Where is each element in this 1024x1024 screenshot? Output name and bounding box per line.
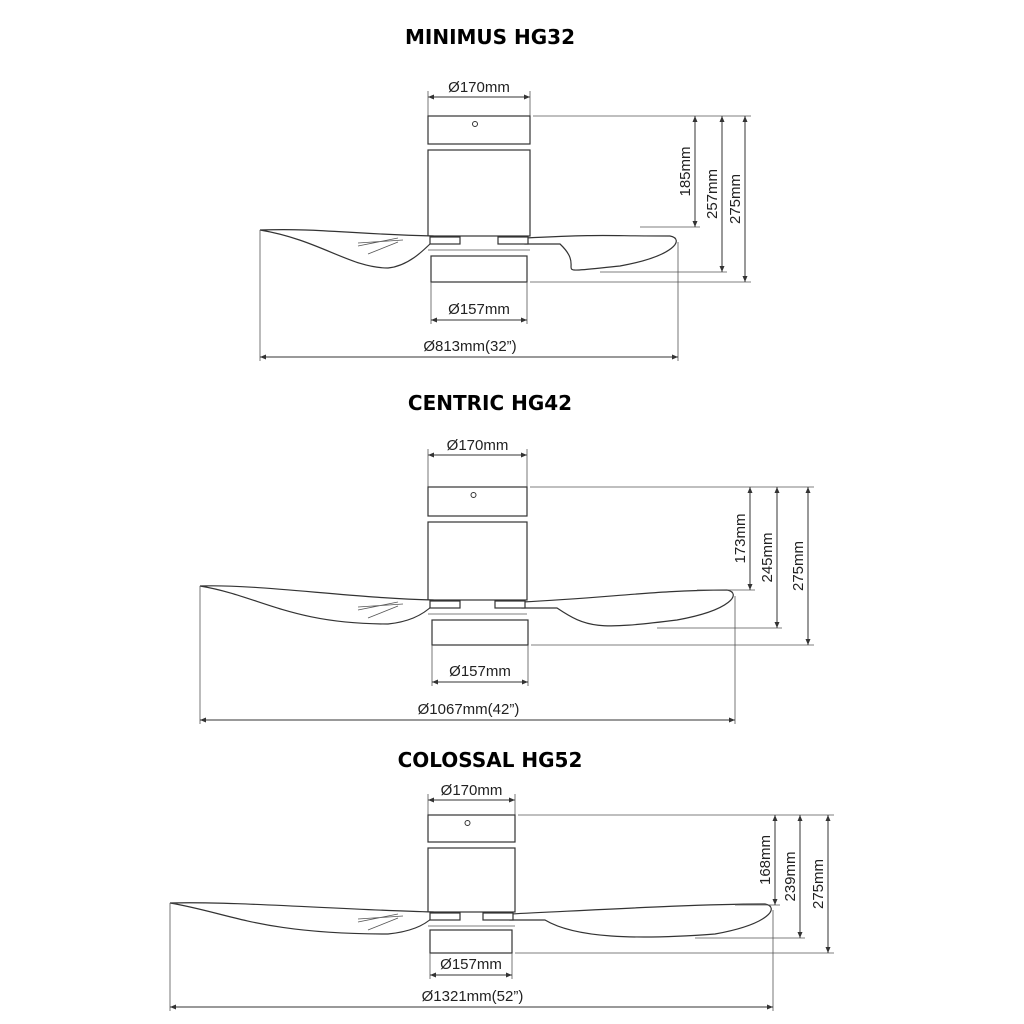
height-blade-label: 239mm bbox=[782, 851, 799, 901]
blade-holder bbox=[429, 236, 461, 245]
blade-holder bbox=[497, 236, 529, 245]
height-blade-label: 245mm bbox=[759, 532, 776, 582]
right-blade bbox=[509, 903, 772, 938]
left-blade bbox=[169, 902, 434, 935]
height-total-label: 275mm bbox=[810, 859, 827, 909]
blade-holder bbox=[429, 912, 461, 921]
height-185-label: 173mm bbox=[732, 513, 749, 563]
hub-diameter-label: Ø157mm bbox=[448, 301, 510, 318]
screw-icon bbox=[464, 820, 471, 826]
hub-diameter-label: Ø157mm bbox=[440, 956, 502, 973]
motor-body bbox=[427, 149, 531, 237]
height-total-label: 275mm bbox=[727, 174, 744, 224]
blade-holder bbox=[482, 912, 514, 921]
blade-holder bbox=[429, 600, 461, 609]
blade-arm bbox=[357, 913, 404, 931]
canopy bbox=[427, 486, 528, 517]
height-185-label: 168mm bbox=[757, 835, 774, 885]
blade-arm bbox=[357, 237, 404, 255]
light-hub bbox=[430, 255, 528, 283]
span-diameter-label: Ø1067mm(42”) bbox=[418, 701, 520, 718]
left-blade bbox=[259, 228, 434, 269]
left-blade bbox=[199, 585, 434, 625]
diagram-title: MINIMUS HG32 bbox=[405, 25, 575, 49]
blade-arm bbox=[357, 601, 404, 619]
blade-holder bbox=[494, 600, 526, 609]
motor-body bbox=[427, 521, 528, 601]
screw-icon bbox=[470, 492, 477, 498]
hub-diameter-label: Ø157mm bbox=[449, 663, 511, 680]
canopy-diameter-label: Ø170mm bbox=[448, 79, 510, 96]
span-diameter-label: Ø813mm(32”) bbox=[423, 338, 516, 355]
motor-body bbox=[427, 847, 516, 913]
canopy bbox=[427, 814, 516, 843]
span-diameter-label: Ø1321mm(52”) bbox=[422, 988, 524, 1005]
height-total-label: 275mm bbox=[790, 541, 807, 591]
height-blade-label: 257mm bbox=[704, 169, 721, 219]
height-185-label: 185mm bbox=[677, 146, 694, 196]
canopy-diameter-label: Ø170mm bbox=[441, 782, 503, 799]
light-hub bbox=[431, 619, 529, 646]
canopy-diameter-label: Ø170mm bbox=[447, 437, 509, 454]
right-blade bbox=[524, 234, 677, 271]
light-hub bbox=[429, 929, 513, 954]
right-blade bbox=[521, 589, 734, 627]
diagram-title: COLOSSAL HG52 bbox=[398, 748, 583, 772]
canopy bbox=[427, 115, 531, 145]
diagram-title: CENTRIC HG42 bbox=[408, 391, 572, 415]
screw-icon bbox=[472, 121, 478, 127]
